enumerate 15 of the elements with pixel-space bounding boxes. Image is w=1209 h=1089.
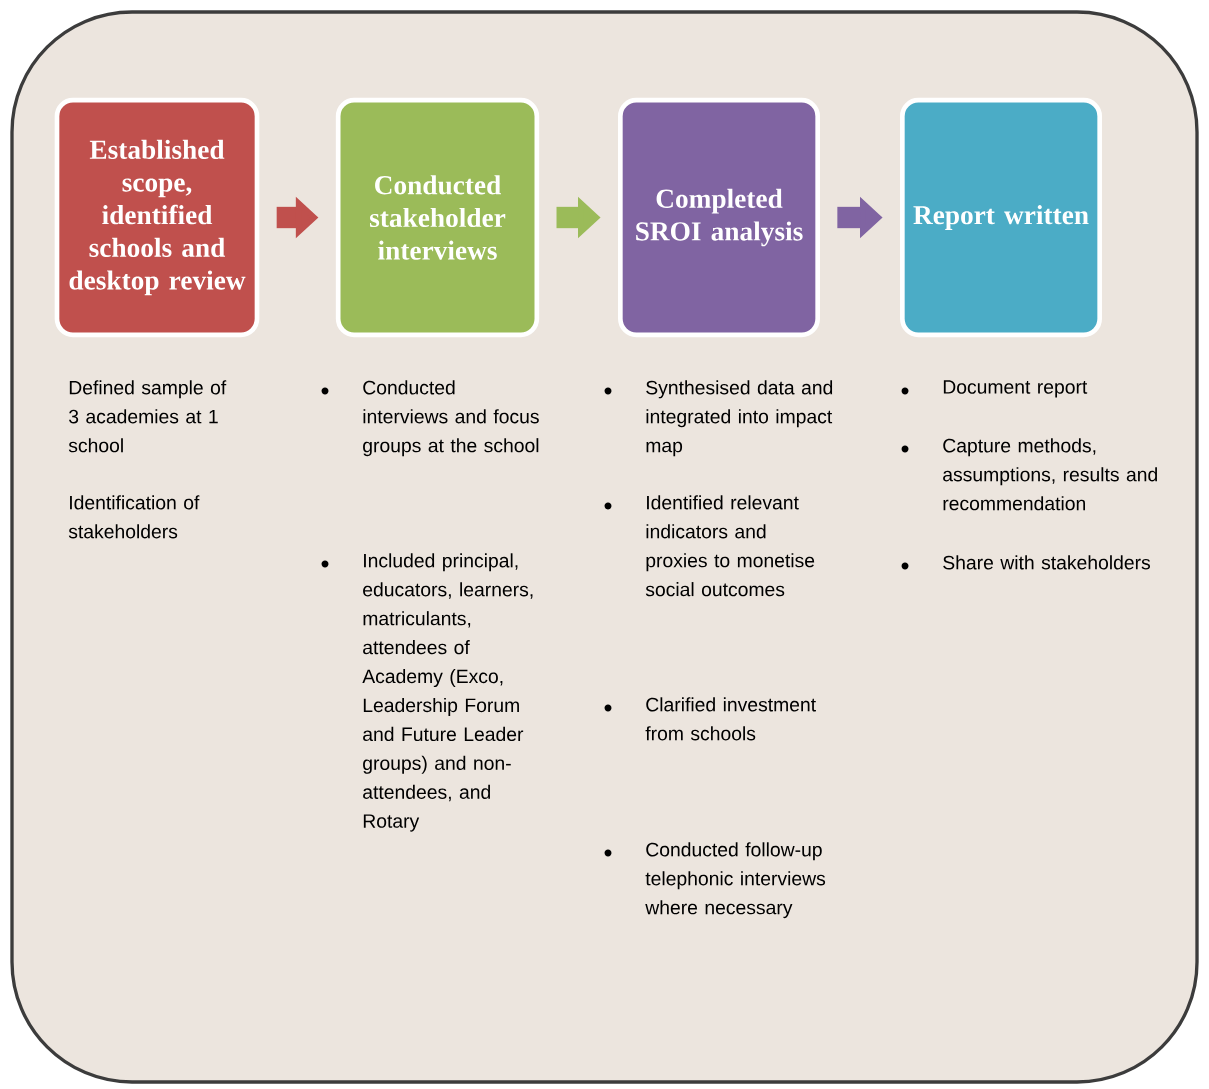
bullet-item: Clarified investment from schools: [604, 697, 816, 741]
bullet-item: Document report: [901, 380, 1088, 398]
note-text: Defined sample of 3 academies at 1 school: [68, 380, 227, 453]
bullet-item: Conducted interviews and focus groups at the school: [321, 380, 539, 457]
process-box: Established scope, identified schools and desktop review: [54, 97, 260, 338]
process-box: Completed SROI analysis: [618, 97, 820, 338]
note-text: Identification of stakeholders: [68, 495, 200, 539]
bullet-item: Identified relevant indicators and proxies to monetise social outcomes: [604, 495, 815, 597]
bullet-item: Conducted follow-up telephonic interviews where necessary: [604, 842, 826, 919]
bullet-item: Included principal, educators, learners, matriculants, attendees of Academy (Exco, Leadership Forum and Future Leader groups) and non-attendees, and Rotary: [321, 553, 533, 832]
process-box: Conducted stakeholder interviews: [335, 97, 540, 338]
process-box: Report written: [900, 97, 1102, 338]
bullet-item: Share with stakeholders: [901, 555, 1150, 570]
bullet-item: Synthesised data and integrated into impact map: [604, 380, 833, 457]
bullet-item: Capture methods, assumptions, results and recommendation: [901, 438, 1157, 511]
